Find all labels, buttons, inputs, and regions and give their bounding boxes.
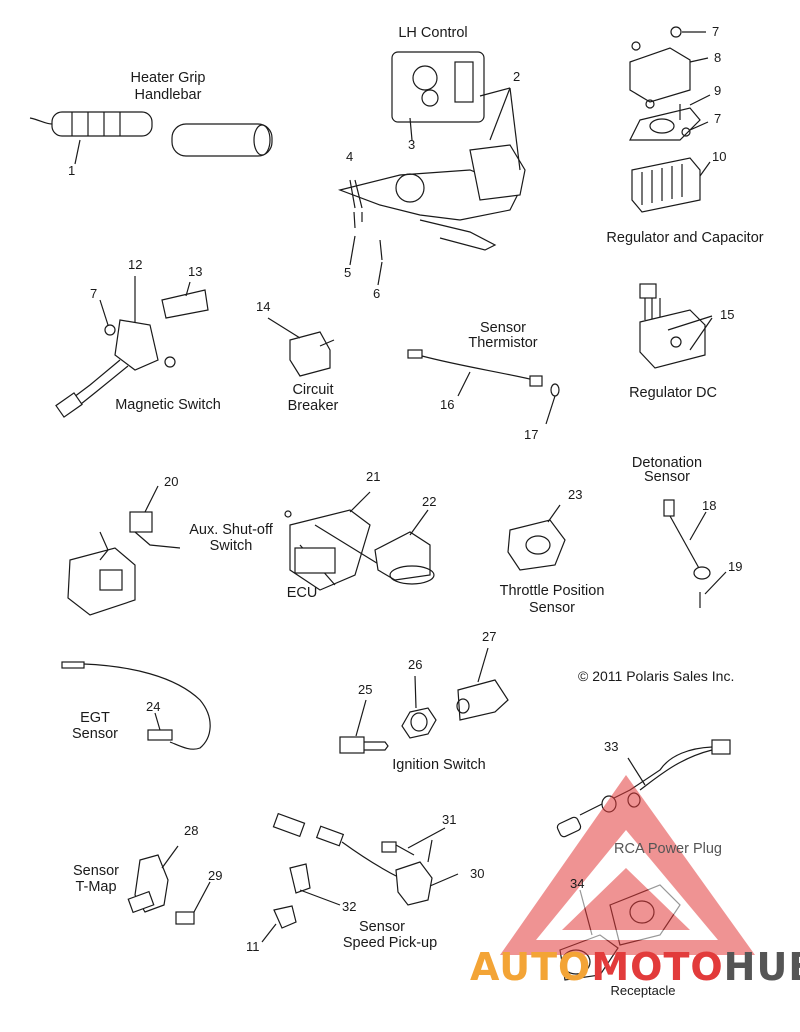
label-speed-line2: Speed Pick-up <box>342 935 438 951</box>
callout-33: 33 <box>604 739 619 754</box>
label-detonation-line1: Detonation <box>631 455 703 471</box>
callout-7b: 7 <box>714 111 722 126</box>
callout-3: 3 <box>408 137 416 152</box>
label-handlebar: Handlebar <box>134 87 202 103</box>
watermark-part1: AUTO <box>470 945 592 989</box>
circuit-breaker-part <box>267 317 335 377</box>
ignition-switch-part <box>339 647 509 754</box>
tmap-sensor-part <box>127 845 211 925</box>
callout-11: 11 <box>246 939 260 954</box>
detonation-sensor-part <box>663 499 727 608</box>
watermark-part2: MOTO <box>591 945 724 989</box>
callout-29: 29 <box>208 868 223 883</box>
label-circuit: Circuit <box>292 382 334 398</box>
label-tmap-line1: Sensor <box>73 863 119 879</box>
callout-17: 17 <box>524 427 539 442</box>
callout-25: 25 <box>358 682 373 697</box>
callout-31: 31 <box>442 812 457 827</box>
callout-20: 20 <box>164 474 179 489</box>
lh-control-part <box>337 51 526 286</box>
callout-9: 9 <box>714 83 722 98</box>
throttle-position-sensor-part <box>507 504 566 571</box>
callout-16: 16 <box>440 397 455 412</box>
label-heater-grip: Heater Grip <box>130 70 206 86</box>
callout-8: 8 <box>714 50 722 65</box>
label-egt-line2: Sensor <box>72 726 118 742</box>
callout-6: 6 <box>373 286 381 301</box>
callout-18: 18 <box>702 498 717 513</box>
callout-1: 1 <box>68 163 76 178</box>
label-receptacle: Receptacle <box>610 983 676 998</box>
label-breaker: Breaker <box>287 398 339 414</box>
label-lh-control: LH Control <box>398 25 468 41</box>
callout-22: 22 <box>422 494 437 509</box>
callout-24: 24 <box>146 699 161 714</box>
speed-pickup-part <box>261 812 459 943</box>
callout-21: 21 <box>366 469 381 484</box>
label-sensor-thermistor-line2: Thermistor <box>468 335 538 351</box>
heater-grip-part <box>29 111 273 165</box>
magnetic-switch-part <box>55 276 209 418</box>
callout-7a: 7 <box>712 24 720 39</box>
label-sensor-thermistor-line1: Sensor <box>480 320 526 336</box>
label-regulator-capacitor: Regulator and Capacitor <box>606 230 764 246</box>
label-aux-switch-line2: Switch <box>209 538 253 554</box>
callout-4: 4 <box>346 149 354 164</box>
copyright-notice: © 2011 Polaris Sales Inc. <box>578 668 735 684</box>
aux-switch-part <box>67 485 181 616</box>
sensor-thermistor-part <box>407 349 560 425</box>
callout-2: 2 <box>513 69 521 84</box>
label-magnetic-switch: Magnetic Switch <box>115 397 221 413</box>
callout-23: 23 <box>568 487 583 502</box>
label-tmap-line2: T-Map <box>75 879 117 895</box>
callout-30: 30 <box>470 866 485 881</box>
callout-32: 32 <box>342 899 357 914</box>
regulator-capacitor-part <box>629 26 711 213</box>
callout-19: 19 <box>728 559 743 574</box>
label-detonation-line2: Sensor <box>644 469 690 485</box>
label-aux-switch-line1: Aux. Shut-off <box>189 522 273 538</box>
watermark-part3: HUB <box>723 945 800 989</box>
label-tps-line1: Throttle Position <box>499 583 605 599</box>
label-tps-line2: Sensor <box>529 600 575 616</box>
callout-13: 13 <box>188 264 203 279</box>
callout-34: 34 <box>570 876 585 891</box>
ecu-part <box>284 491 435 591</box>
callout-12: 12 <box>128 257 143 272</box>
label-speed-line1: Sensor <box>359 919 405 935</box>
callout-5: 5 <box>344 265 352 280</box>
regulator-dc-part <box>639 283 713 369</box>
watermark-triangle <box>500 775 755 955</box>
label-regulator-dc: Regulator DC <box>629 385 717 401</box>
watermark-text: AUTOMOTOHUB <box>470 945 800 989</box>
egt-sensor-part <box>61 661 211 750</box>
callout-26: 26 <box>408 657 423 672</box>
callout-27: 27 <box>482 629 497 644</box>
callout-7c: 7 <box>90 286 98 301</box>
callout-10: 10 <box>712 149 727 164</box>
callout-15: 15 <box>720 307 735 322</box>
label-ecu: ECU <box>286 585 318 601</box>
label-rca-power-plug: RCA Power Plug <box>614 841 722 857</box>
callout-14: 14 <box>256 299 271 314</box>
callout-28: 28 <box>184 823 199 838</box>
label-ignition-switch: Ignition Switch <box>392 757 486 773</box>
label-egt-line1: EGT <box>80 710 110 726</box>
